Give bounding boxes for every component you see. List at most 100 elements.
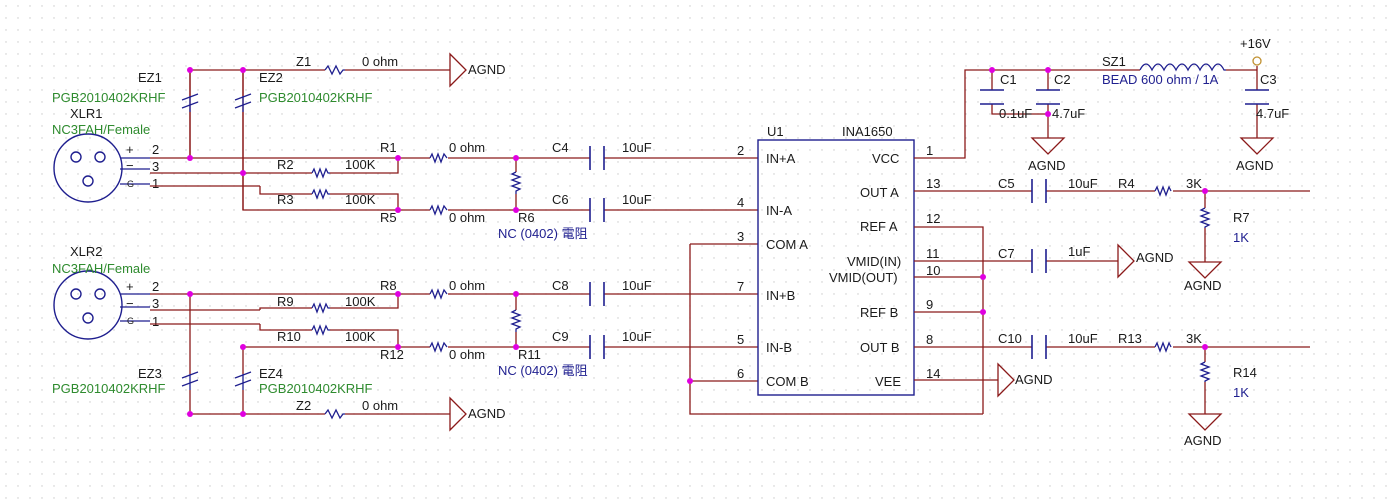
c8-value: 10uF [622, 278, 652, 293]
sz1-value: BEAD 600 ohm / 1A [1102, 72, 1219, 87]
u1-pin2-name: IN+A [766, 151, 796, 166]
r9-ref: R9 [277, 294, 294, 309]
r10-resistor[interactable] [311, 324, 330, 336]
r1-resistor[interactable] [429, 152, 448, 164]
z2-resistor[interactable] [324, 408, 345, 420]
u1-body[interactable] [757, 139, 915, 396]
agnd-symbol-r7 [1187, 261, 1223, 279]
c3-capacitor[interactable] [1245, 89, 1269, 105]
u1-pin7-name: IN+B [766, 288, 795, 303]
agnd-symbol-r14 [1187, 413, 1223, 431]
r6-ref: R6 [518, 210, 535, 225]
u1-pin12-name: REF A [860, 219, 898, 234]
c4-ref: C4 [552, 140, 569, 155]
xlr1-wires [150, 69, 750, 211]
ez2-tvs[interactable] [234, 93, 252, 112]
c7-capacitor[interactable] [1031, 249, 1047, 273]
u1-pin13-name: OUT A [860, 185, 899, 200]
r3-resistor[interactable] [311, 188, 330, 200]
ez3-tvs[interactable] [181, 371, 199, 390]
r8-ref: R8 [380, 278, 397, 293]
u1-pin11-num: 11 [926, 246, 940, 261]
agnd-label-c7: AGND [1136, 250, 1174, 265]
r11-ref: R11 [518, 347, 541, 362]
c3-value: 4.7uF [1256, 106, 1289, 121]
xlr1-connector[interactable] [53, 133, 150, 203]
vcc-label: +16V [1240, 36, 1271, 51]
r12-resistor[interactable] [429, 341, 448, 353]
r2-ref: R2 [277, 157, 294, 172]
xlr1-pin-1: 1 [152, 176, 159, 191]
c6-ref: C6 [552, 192, 569, 207]
r2-resistor[interactable] [311, 167, 330, 179]
c6-value: 10uF [622, 192, 652, 207]
c10-capacitor[interactable] [1031, 335, 1047, 359]
r9-resistor[interactable] [311, 302, 330, 314]
c1-capacitor[interactable] [980, 89, 1004, 105]
u1-wires-left [689, 157, 983, 415]
xlr2-pin-2: 2 [152, 279, 159, 294]
agnd-symbol-c3 [1239, 137, 1275, 155]
u1-pin4-name: IN-A [766, 203, 792, 218]
c2-ref: C2 [1054, 72, 1071, 87]
u1-pin4-num: 4 [737, 195, 744, 210]
ez1-tvs[interactable] [181, 93, 199, 112]
c10-value: 10uF [1068, 331, 1098, 346]
r13-resistor[interactable] [1154, 341, 1172, 353]
r4-resistor[interactable] [1154, 185, 1172, 197]
xlr1-sign-ground: G [127, 179, 134, 189]
junction-dots [187, 67, 1208, 417]
agnd-symbol-vee [997, 362, 1015, 398]
r4-value: 3K [1186, 176, 1202, 191]
c1-value: 0.1uF [999, 106, 1032, 121]
sz1-ref: SZ1 [1102, 54, 1126, 69]
xlr1-sign-minus: − [126, 158, 134, 173]
c3-ref: C3 [1260, 72, 1277, 87]
u1-ref: U1 [767, 124, 784, 139]
agnd-label-z2: AGND [468, 406, 506, 421]
c9-capacitor[interactable] [589, 335, 605, 359]
agnd-label-c2: AGND [1028, 158, 1066, 173]
c9-value: 10uF [622, 329, 652, 344]
xlr2-pin-3: 3 [152, 296, 159, 311]
u1-pin13-num: 13 [926, 176, 940, 191]
r9-value: 100K [345, 294, 376, 309]
u1-pin14-name: VEE [875, 374, 901, 389]
r11-resistor[interactable] [510, 309, 522, 332]
xlr2-sign-plus: + [126, 279, 134, 294]
c10-ref: C10 [998, 331, 1022, 346]
c7-value: 1uF [1068, 244, 1090, 259]
vcc-port-icon [1252, 56, 1262, 66]
u1-pin9-num: 9 [926, 297, 933, 312]
c6-capacitor[interactable] [589, 198, 605, 222]
xlr2-part: NC3FAH/Female [52, 261, 150, 276]
c4-capacitor[interactable] [589, 146, 605, 170]
r14-value: 1K [1233, 385, 1249, 400]
r14-ref: R14 [1233, 365, 1257, 380]
c2-capacitor[interactable] [1036, 89, 1060, 105]
r1-ref: R1 [380, 140, 397, 155]
r5-resistor[interactable] [429, 204, 448, 216]
ez4-ref: EZ4 [259, 366, 283, 381]
z1-resistor[interactable] [324, 64, 345, 76]
r3-value: 100K [345, 192, 376, 207]
xlr2-connector[interactable] [53, 270, 150, 340]
ez3-part: PGB2010402KRHF [52, 381, 166, 396]
r8-resistor[interactable] [429, 288, 448, 300]
agnd-symbol-c7 [1117, 243, 1135, 279]
r7-resistor[interactable] [1199, 207, 1211, 228]
z1-ref: Z1 [296, 54, 311, 69]
agnd-label-r7: AGND [1184, 278, 1222, 293]
sz1-ferrite-bead[interactable] [1139, 63, 1226, 72]
r14-resistor[interactable] [1199, 361, 1211, 382]
c8-capacitor[interactable] [589, 282, 605, 306]
u1-pin8-name: OUT B [860, 340, 900, 355]
r5-value: 0 ohm [449, 210, 485, 225]
c5-ref: C5 [998, 176, 1015, 191]
c5-capacitor[interactable] [1031, 179, 1047, 203]
agnd-symbol-z2 [449, 396, 467, 432]
ez2-part: PGB2010402KRHF [259, 90, 373, 105]
r6-resistor[interactable] [510, 171, 522, 194]
ez4-tvs[interactable] [234, 371, 252, 390]
